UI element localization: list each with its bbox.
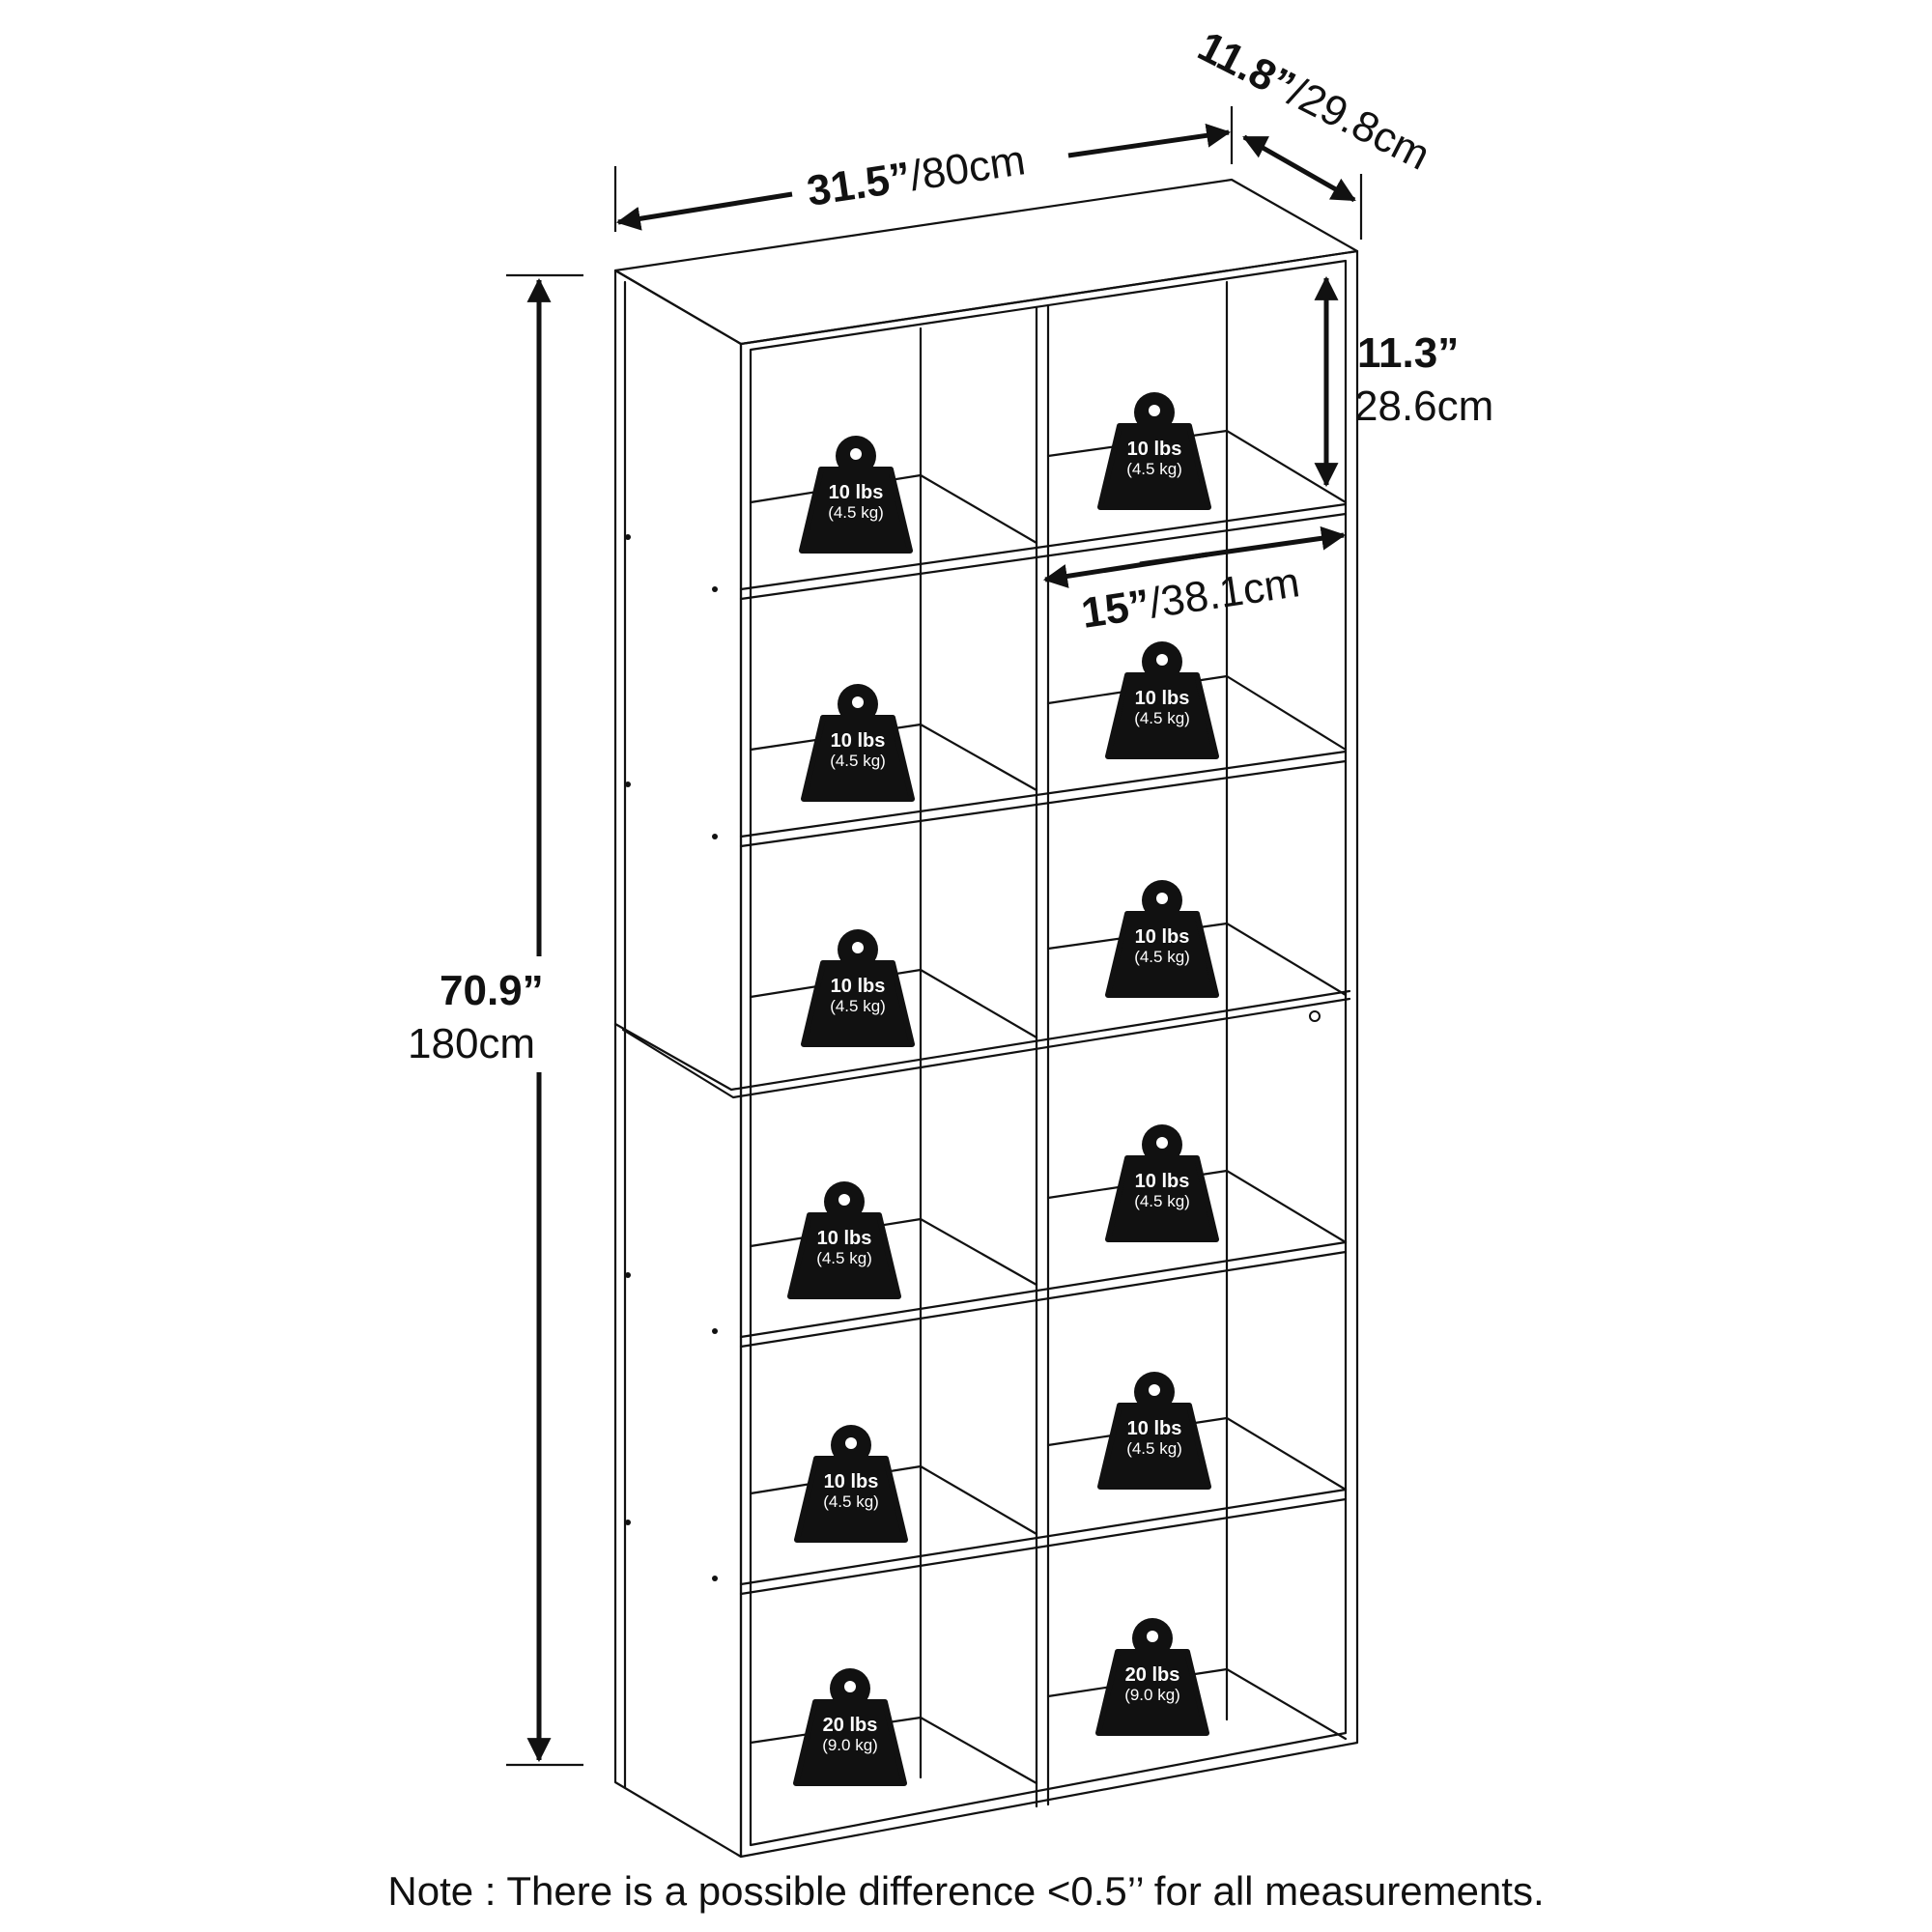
cube-height-metric-label: 28.6cm [1354, 383, 1493, 430]
depth-label: 11.8”/29.8cm [1190, 22, 1436, 179]
height-metric-label: 180cm [408, 1020, 535, 1067]
weight-value: 10 lbs [1135, 926, 1190, 948]
weight-icon: 10 lbs (4.5 kg) [799, 436, 913, 554]
weight-value: 10 lbs [1127, 439, 1182, 460]
weight-value: 10 lbs [824, 1471, 879, 1492]
weight-icon: 10 lbs (4.5 kg) [1097, 1372, 1211, 1490]
weight-value: 10 lbs [1135, 1171, 1190, 1192]
cube-height-imperial-label: 11.3” [1357, 329, 1459, 377]
weight-value: 20 lbs [823, 1715, 878, 1736]
weight-icon: 10 lbs (4.5 kg) [801, 684, 915, 802]
weight-metric: (9.0 kg) [822, 1736, 878, 1754]
weight-value: 10 lbs [829, 482, 884, 503]
weight-value: 10 lbs [831, 730, 886, 752]
weight-metric: (4.5 kg) [1134, 948, 1190, 966]
weight-metric: (9.0 kg) [1124, 1686, 1180, 1704]
weight-icons: 10 lbs (4.5 kg) 10 lbs (4.5 kg) 10 lbs (… [787, 392, 1219, 1786]
weight-icon: 10 lbs (4.5 kg) [1105, 641, 1219, 759]
weight-value: 10 lbs [1127, 1418, 1182, 1439]
weight-icon: 10 lbs (4.5 kg) [1097, 392, 1211, 510]
weight-metric: (4.5 kg) [1134, 709, 1190, 727]
width-dimension: 31.5”/80cm [613, 106, 1234, 232]
cube-height-dimension: 11.3” 28.6cm [1314, 275, 1493, 488]
bookcase-outline [613, 178, 1359, 1859]
weight-icon: 20 lbs (9.0 kg) [1095, 1618, 1209, 1736]
width-label: 31.5”/80cm [804, 136, 1028, 215]
weight-value: 10 lbs [831, 976, 886, 997]
weight-metric: (4.5 kg) [1134, 1192, 1190, 1210]
weight-value: 10 lbs [817, 1228, 872, 1249]
weight-icon: 10 lbs (4.5 kg) [1105, 880, 1219, 998]
height-imperial-label: 70.9” [440, 967, 544, 1014]
weight-icon: 10 lbs (4.5 kg) [801, 929, 915, 1047]
weight-icon: 20 lbs (9.0 kg) [793, 1668, 907, 1786]
weight-icon: 10 lbs (4.5 kg) [1105, 1124, 1219, 1242]
height-dimension: 70.9” 180cm [408, 273, 583, 1767]
measurement-note: Note : There is a possible difference <0… [387, 1868, 1544, 1914]
weight-metric: (4.5 kg) [1126, 460, 1182, 478]
weight-metric: (4.5 kg) [830, 752, 886, 770]
weight-metric: (4.5 kg) [1126, 1439, 1182, 1458]
weight-value: 20 lbs [1125, 1664, 1180, 1686]
weight-metric: (4.5 kg) [830, 997, 886, 1015]
weight-value: 10 lbs [1135, 688, 1190, 709]
weight-metric: (4.5 kg) [816, 1249, 872, 1267]
weight-icon: 10 lbs (4.5 kg) [787, 1181, 901, 1299]
weight-icon: 10 lbs (4.5 kg) [794, 1425, 908, 1543]
weight-metric: (4.5 kg) [828, 503, 884, 522]
weight-metric: (4.5 kg) [823, 1492, 879, 1511]
